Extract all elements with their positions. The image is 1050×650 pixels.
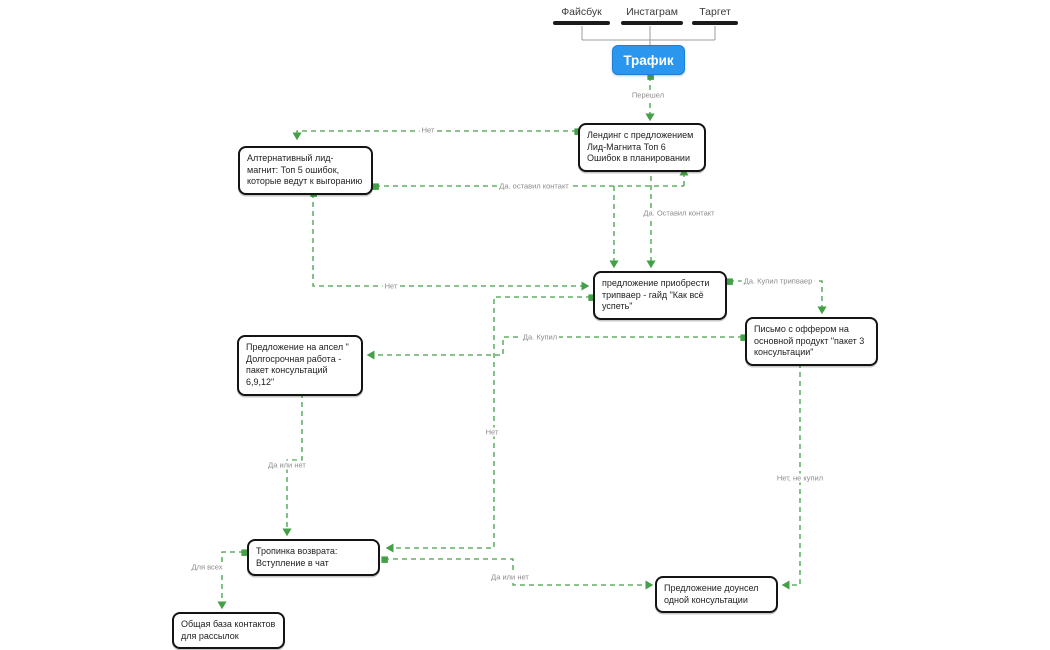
edge-label-da-ili-net-bottom[interactable]: Да или нет — [489, 572, 531, 582]
node-return-path[interactable]: Тропинка возврата: Вступление в чат — [247, 539, 380, 577]
node-offer-letter[interactable]: Письмо с оффером на основной продукт "па… — [745, 317, 878, 367]
node-tripwire[interactable]: предложение приобрести трипваер - гайд "… — [593, 271, 727, 321]
edge-label-net-top[interactable]: Нет — [419, 125, 437, 135]
source-label: Файсбук — [561, 6, 602, 18]
traffic-node[interactable]: Трафик — [612, 45, 685, 75]
source-node-target[interactable]: Таргет — [692, 6, 738, 25]
source-underline — [553, 21, 610, 25]
edge-label-da-kupil[interactable]: Да. Купил — [520, 332, 560, 342]
source-underline — [621, 21, 683, 25]
source-label: Инстаграм — [626, 6, 678, 18]
source-underline — [692, 21, 738, 25]
edge-label-da-kupil-tripvaer[interactable]: Да. Купил трипваер — [741, 276, 815, 286]
edge-label-net-ne-kupil[interactable]: Нет, не купил — [774, 473, 826, 483]
node-landing[interactable]: Лендинг с предложением Лид-Магнита Топ 6… — [578, 123, 706, 173]
node-downsell[interactable]: Предложение доунсел одной консультации — [655, 576, 778, 614]
source-label: Таргет — [699, 6, 731, 18]
edge-label-net-mid[interactable]: Нет — [382, 281, 400, 291]
source-node-instagram[interactable]: Инстаграм — [621, 6, 683, 25]
node-upsell[interactable]: Предложение на апсел " Долгосрочная рабо… — [237, 335, 363, 396]
edge-label-da-ili-net-left[interactable]: Да или нет — [266, 460, 308, 470]
edge-label-net-down[interactable]: Нет — [483, 427, 501, 437]
node-contacts-base[interactable]: Общая база контактов для рассылок — [172, 612, 285, 650]
edge-label-pereshel[interactable]: Перешел — [629, 90, 667, 100]
edge-label-da-ostavil-kontakt-1[interactable]: Да. оставил контакт — [497, 181, 571, 191]
node-alt-magnet[interactable]: Алтернативный лид-магнит: Топ 5 ошибок, … — [238, 146, 373, 196]
source-node-facebook[interactable]: Файсбук — [553, 6, 610, 25]
traffic-label: Трафик — [623, 52, 674, 68]
edge-label-dlya-vseh[interactable]: Для всех — [189, 562, 225, 572]
edge-label-da-ostavil-kontakt-2[interactable]: Да. Оставил контакт — [641, 208, 717, 218]
